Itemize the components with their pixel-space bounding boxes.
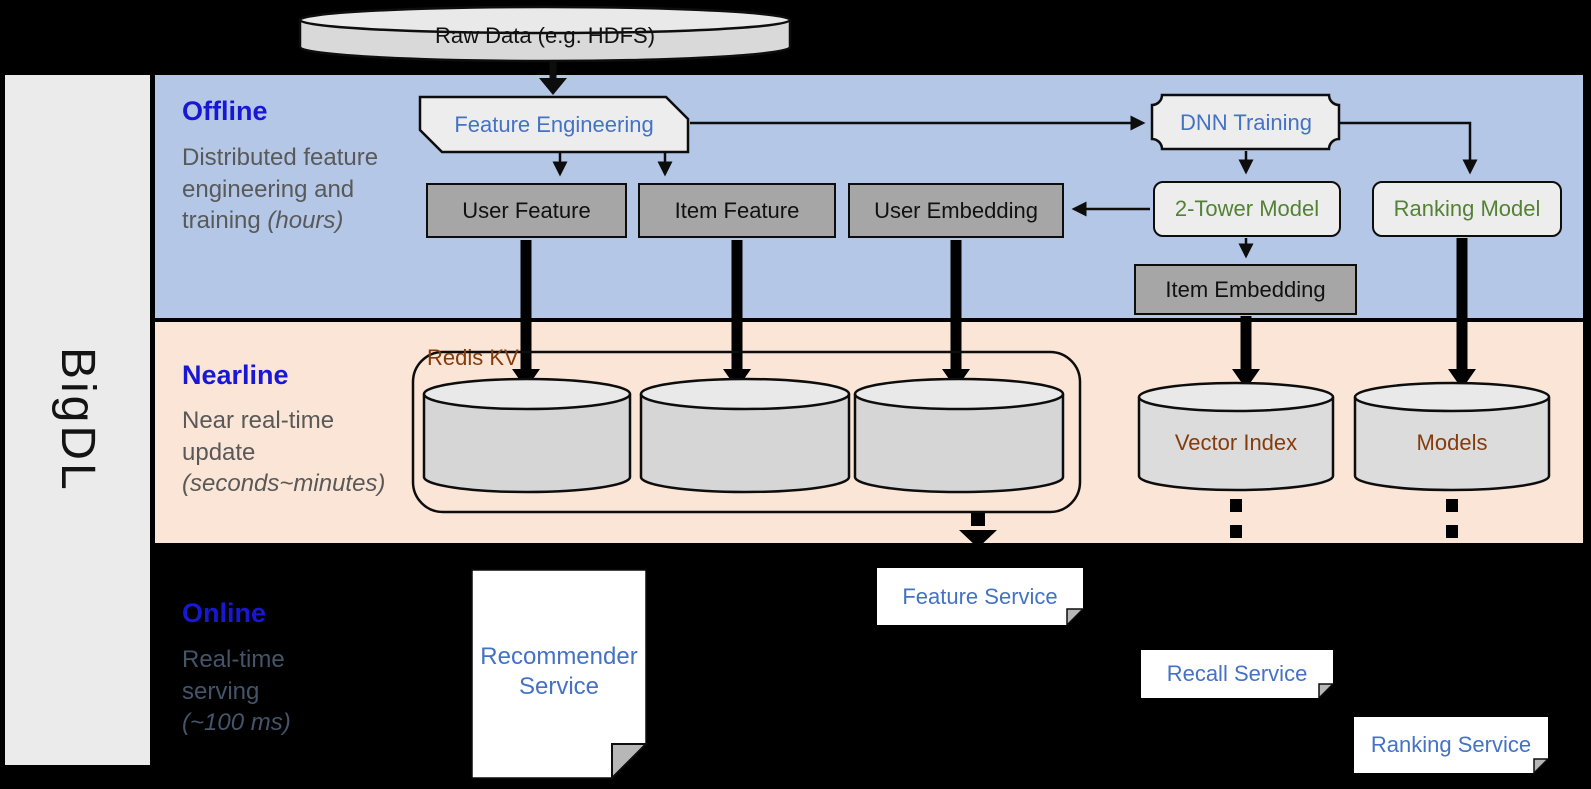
vector-index-label: Vector Index — [1174, 430, 1298, 455]
item-feature-box: Item Feature — [638, 183, 836, 238]
user-feature-box: User Feature — [426, 183, 627, 238]
offline-section-subtitle: Distributed feature engineering and trai… — [182, 142, 382, 237]
recommender-service-label: Recommender Service — [480, 643, 638, 700]
online-subtitle-italic: (~100 ms) — [182, 709, 291, 737]
two-tower-model-box: 2-Tower Model — [1153, 181, 1341, 237]
item-embedding-box: Item Embedding — [1134, 264, 1357, 315]
online-subtitle-text: Real-time serving — [182, 646, 285, 705]
raw-data-label: Raw Data (e.g. HDFS) — [434, 23, 656, 48]
online-section-subtitle: Real-time serving (~100 ms) — [182, 644, 317, 739]
nearline-section-title: Nearline — [182, 360, 289, 390]
redis-kv-label: Redis KV — [427, 345, 519, 370]
nearline-section-subtitle: Near real-time update (seconds~minutes) — [182, 405, 387, 500]
ranking-service-label: Ranking Service — [1370, 732, 1532, 757]
nearline-subtitle-italic: (seconds~minutes) — [182, 470, 386, 498]
user-embedding-box: User Embedding — [848, 183, 1064, 238]
offline-section-title: Offline — [182, 96, 268, 126]
bigdl-brand-label: BigDL — [51, 347, 104, 493]
recall-service-label: Recall Service — [1166, 661, 1308, 686]
feature-engineering-label: Feature Engineering — [454, 112, 654, 137]
offline-subtitle-text: Distributed feature engineering and trai… — [182, 144, 379, 235]
dnn-training-label: DNN Training — [1179, 110, 1313, 135]
ranking-model-box: Ranking Model — [1372, 181, 1562, 237]
online-section-title: Online — [182, 598, 267, 628]
nearline-subtitle-text: Near real-time update — [182, 407, 335, 466]
bigdl-sidebar: BigDL — [5, 75, 150, 765]
offline-subtitle-italic: (hours) — [267, 207, 344, 235]
feature-service-label: Feature Service — [902, 584, 1058, 609]
models-label: Models — [1416, 430, 1488, 455]
